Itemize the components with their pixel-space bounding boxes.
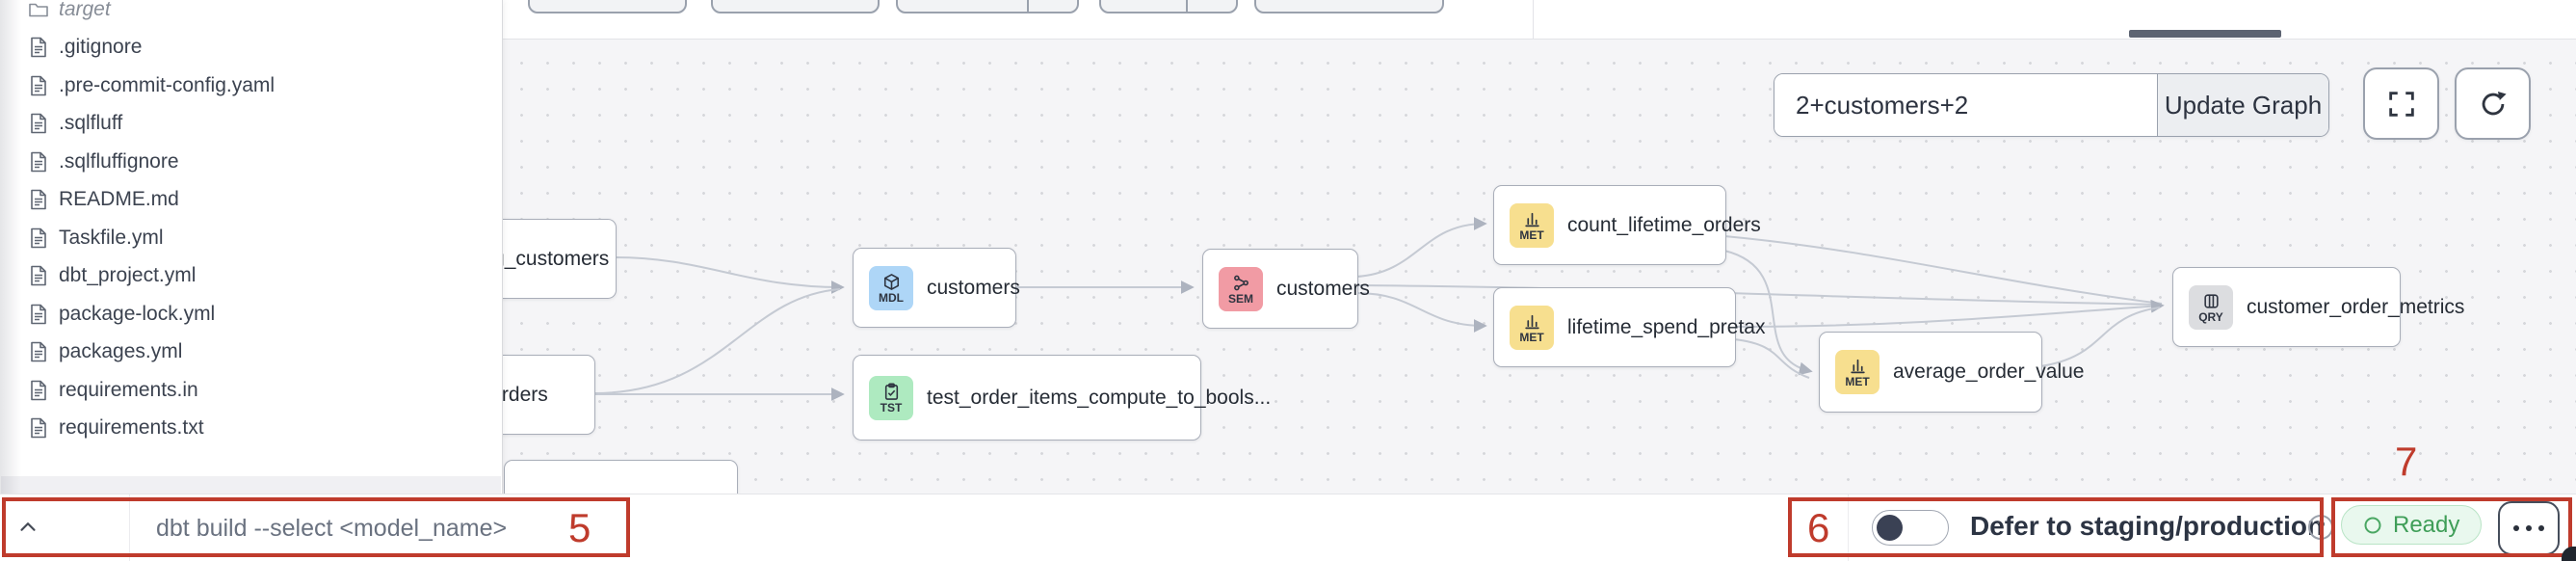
file-row[interactable]: requirements.in [0,371,502,410]
bar-chart-icon [1850,359,1865,374]
toggle-knob [1877,514,1903,541]
node-stg-customers[interactable]: stg_customers [503,219,617,299]
graph-selector-bar: Update Graph [1774,73,2329,137]
toolbar-button-cutoff[interactable] [528,0,687,13]
status-badge[interactable]: Ready [2341,505,2483,545]
bar-chart-icon [1524,212,1539,227]
status-label: Ready [2393,511,2460,538]
node-label: count_lifetime_orders [1567,213,1761,236]
file-row[interactable]: .sqlfluff [0,105,502,144]
node-orders[interactable]: orders [503,355,595,435]
file-icon [31,37,46,58]
node-test-order-items[interactable]: TST test_order_items_compute_to_bools... [853,355,1271,441]
refresh-icon [2482,91,2507,115]
file-icon [31,189,46,210]
query-badge: QRY [2189,284,2233,330]
model-badge: MDL [869,265,913,310]
fullscreen-button[interactable] [2363,67,2439,140]
defer-toggle[interactable] [1872,510,1949,546]
file-icon [31,75,46,96]
file-icon [31,113,46,134]
file-row[interactable]: .gitignore [0,29,502,67]
file-icon [31,304,46,325]
file-row[interactable]: package-lock.yml [0,295,502,334]
ellipsis-icon [2513,525,2519,531]
button-divider [1027,0,1029,12]
node-label: customers [1276,277,1370,300]
file-row[interactable]: README.md [0,181,502,220]
file-icon [31,380,46,401]
node-label: lifetime_spend_pretax [1567,315,1766,338]
file-list: target .gitignore .pre-commit-config.yam… [0,0,502,447]
chevron-up-icon [20,522,36,531]
metric-badge: MET [1510,305,1554,350]
status-circle-icon [2364,517,2381,533]
fullscreen-icon [2388,91,2414,117]
node-customers-semantic[interactable]: SEM customers [1202,249,1370,329]
file-icon [31,265,46,286]
file-icon [31,341,46,362]
node-label: test_order_items_compute_to_bools... [927,386,1272,409]
file-icon [31,417,46,439]
bar-chart-icon [1524,314,1539,329]
node-count-lifetime-orders[interactable]: MET count_lifetime_orders [1493,185,1761,265]
more-options-button[interactable] [2498,501,2560,555]
metric-badge: MET [1835,350,1879,394]
update-graph-button[interactable]: Update Graph [2157,74,2328,136]
node-customer-order-metrics[interactable]: QRY customer_order_metrics [2172,267,2464,347]
ellipsis-icon [2538,525,2544,531]
refresh-button[interactable] [2455,67,2531,140]
canvas-header [503,0,2576,40]
test-badge: TST [869,375,913,420]
folder-icon [29,3,48,17]
file-row[interactable]: .pre-commit-config.yaml [0,67,502,105]
file-row[interactable]: dbt_project.yml [0,257,502,296]
saved-query-icon [2203,293,2219,308]
toolbar-button-cutoff[interactable] [711,0,880,13]
defer-label: Defer to staging/production [1970,511,2325,541]
node-customers-model[interactable]: MDL customers [853,248,1020,328]
node-label: stg_customers [503,247,610,270]
node-label: orders [503,383,548,406]
file-icon [31,151,46,173]
node-label: customer_order_metrics [2247,295,2465,318]
file-row[interactable]: .sqlfluffignore [0,143,502,181]
file-row[interactable]: packages.yml [0,334,502,372]
button-divider [1186,0,1188,12]
file-icon [31,227,46,249]
file-row[interactable]: Taskfile.yml [0,219,502,257]
semantic-badge: SEM [1219,266,1263,311]
selector-input[interactable] [1774,74,2157,136]
toolbar-button-cutoff[interactable] [1254,0,1444,13]
bottom-bar-divider [129,494,130,561]
node-label: customers [927,276,1020,299]
node-label: average_order_value [1893,361,2085,383]
node-lifetime-spend-pretax[interactable]: MET lifetime_spend_pretax [1493,287,1765,367]
cube-icon [883,273,899,290]
toolbar-split-button-cutoff[interactable] [896,0,1079,13]
help-icon[interactable]: ? [2308,515,2333,540]
ellipsis-icon [2526,525,2532,531]
branch-icon [1233,275,1249,290]
clipboard-check-icon [884,382,898,400]
file-explorer: target .gitignore .pre-commit-config.yam… [0,0,503,494]
metric-badge: MET [1510,202,1554,248]
lineage-edges [592,217,2165,401]
sidebar-left-shadow [0,0,21,494]
header-divider [1533,0,1534,39]
dbt-command-input[interactable] [154,508,563,548]
toolbar-split-button-cutoff[interactable] [1099,0,1238,13]
collapse-panel-button[interactable] [15,515,40,545]
bottom-bar-divider [1848,494,1849,561]
bottom-command-bar: Defer to staging/production ? Ready [0,494,2576,561]
active-tab-indicator [2129,30,2281,38]
file-row[interactable]: requirements.txt [0,410,502,448]
sidebar-scrollbar-track[interactable] [1,476,501,494]
file-row-target[interactable]: target [0,0,502,29]
node-average-order-value[interactable]: MET average_order_value [1819,332,2084,413]
